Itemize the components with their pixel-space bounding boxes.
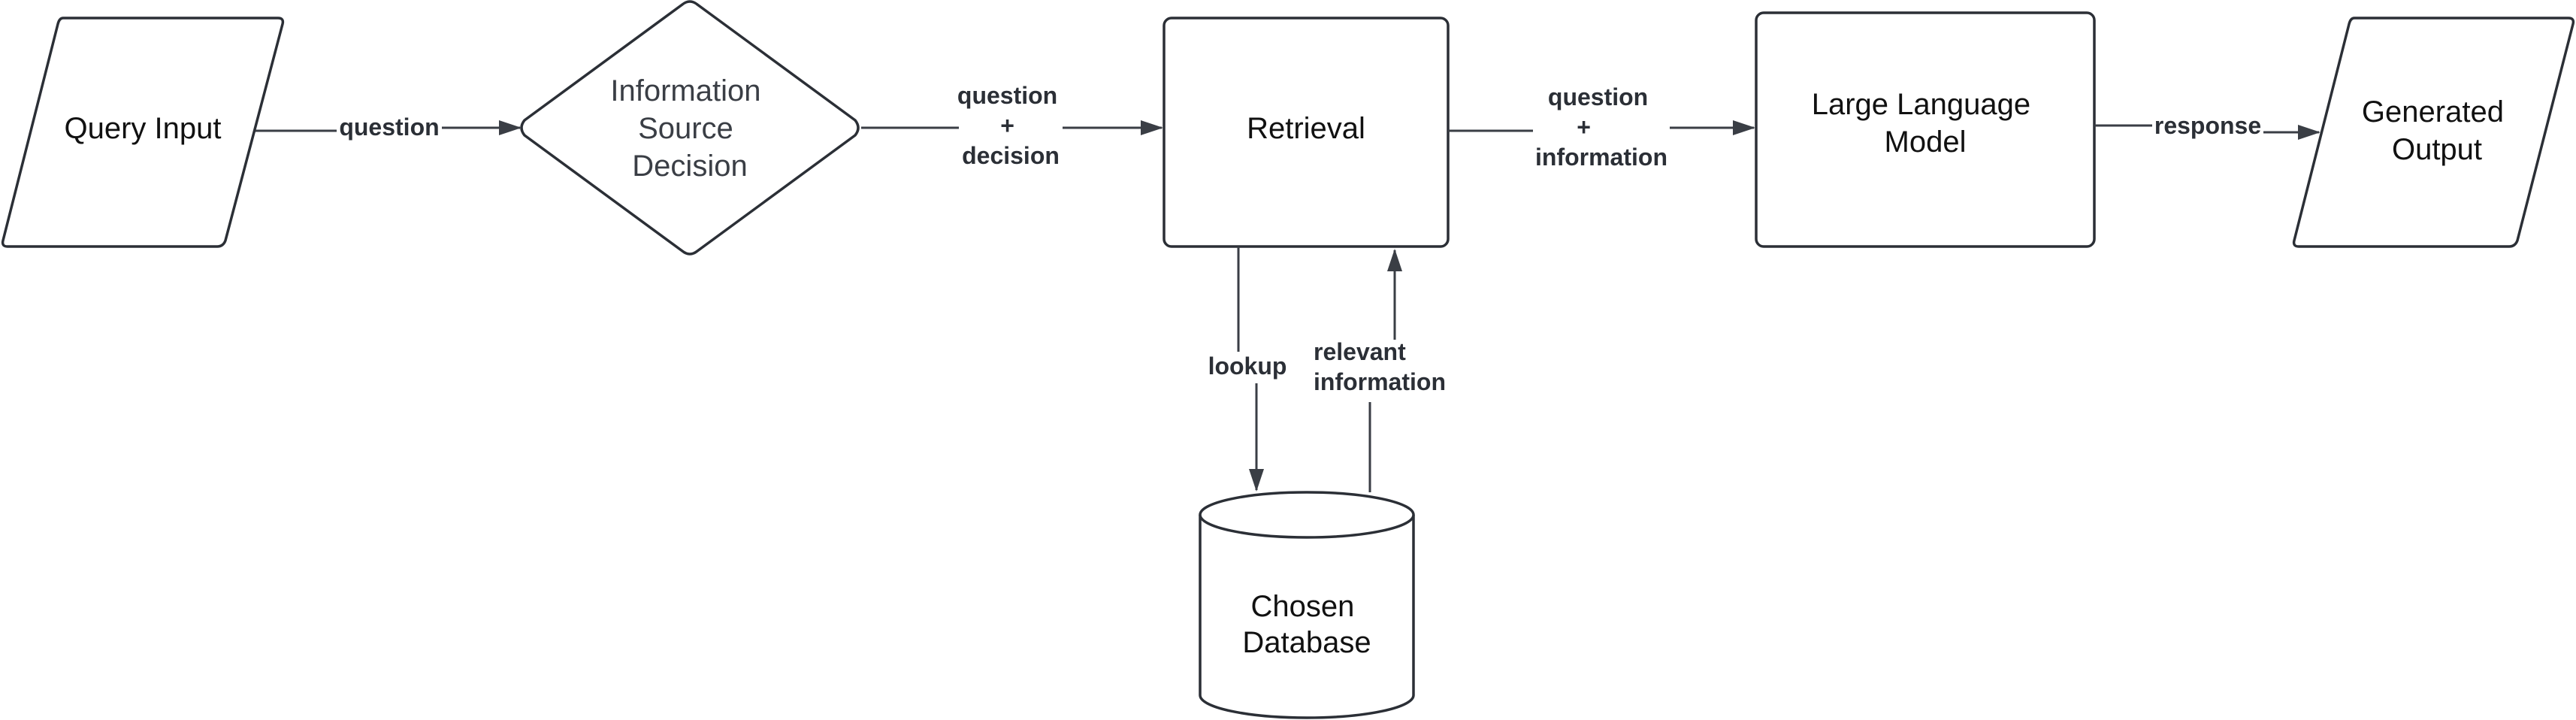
database-cylinder-shape[interactable] — [1199, 515, 1415, 719]
query-input-shape[interactable] — [1, 17, 285, 248]
edge-label-lookup: lookup — [1208, 352, 1287, 380]
query-input-label: Query Input — [64, 112, 221, 145]
llm-label: Large Language Model — [1812, 88, 2039, 159]
database-label: Chosen Database — [1242, 590, 1371, 659]
retrieval-box[interactable] — [1163, 17, 1450, 248]
edge-label-question-information-line-2: + — [1577, 113, 1591, 141]
edge-label-relevant-information: relevant information — [1314, 338, 1446, 395]
decision-label-line-3: Decision — [632, 150, 747, 183]
edge-label-question: question — [339, 113, 439, 141]
llm-label-line-2: Model — [1885, 126, 1967, 159]
edge-label-question-decision-line-3: decision — [962, 142, 1060, 169]
generated-output-line-1: Generated — [2362, 95, 2504, 129]
edge-label-question-information-line-1: question — [1548, 83, 1648, 110]
database-label-line-1: Chosen — [1251, 590, 1355, 623]
edge-label-relevant-information-line-2: information — [1314, 368, 1446, 395]
decision-label-line-2: Source — [638, 112, 733, 145]
llm-box[interactable] — [1755, 11, 2096, 248]
generated-output-label: Generated Output — [2362, 95, 2512, 166]
decision-diamond-shape[interactable] — [520, 0, 860, 256]
edge-label-question-information-line-3: information — [1535, 144, 1667, 171]
database-label-line-2: Database — [1242, 626, 1371, 659]
edge-label-response: response — [2154, 112, 2261, 139]
edge-label-question-decision-line-2: + — [1000, 112, 1014, 139]
decision-label: Information Source Decision — [610, 74, 769, 183]
edge-label-question-information: question + information — [1535, 83, 1667, 171]
decision-label-line-1: Information — [610, 74, 760, 107]
edge-label-relevant-information-line-1: relevant — [1314, 338, 1406, 365]
generated-output-line-2: Output — [2392, 133, 2482, 166]
generated-output-shape[interactable] — [2292, 17, 2575, 248]
llm-label-line-1: Large Language — [1812, 88, 2030, 121]
edge-label-question-decision-line-1: question — [957, 82, 1057, 109]
edge-label-question-decision: question + decision — [957, 82, 1064, 169]
retrieval-label: Retrieval — [1247, 112, 1365, 145]
database-cylinder-top — [1199, 491, 1415, 539]
